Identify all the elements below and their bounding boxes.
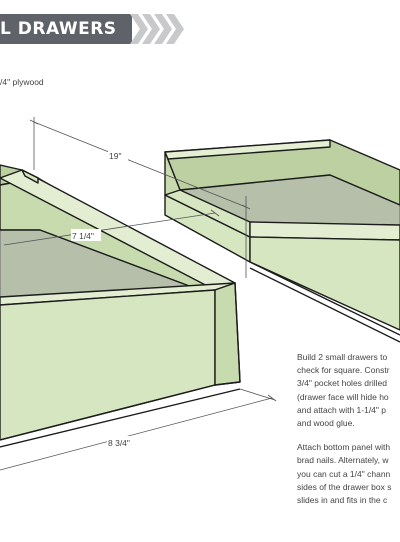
section-title: L DRAWERS xyxy=(0,19,117,39)
instructions-paragraph-1: Build 2 small drawers to check for squar… xyxy=(297,352,390,429)
section-banner xyxy=(0,14,132,44)
right-drawer xyxy=(164,139,400,343)
instructions-text: Build 2 small drawers to check for squar… xyxy=(297,351,400,518)
materials-note: /4" plywood xyxy=(0,77,44,87)
length-dimension-label: 19" xyxy=(109,151,121,161)
inner-width-dimension-label: 7 1/4" xyxy=(72,231,94,241)
left-drawer xyxy=(0,164,241,448)
dimension-lines xyxy=(0,117,277,471)
outer-width-dimension-label: 8 3/4" xyxy=(108,438,130,448)
instructions-paragraph-2: Attach bottom panel with brad nails. Alt… xyxy=(297,442,392,506)
chevron-decoration-icon xyxy=(130,14,184,44)
